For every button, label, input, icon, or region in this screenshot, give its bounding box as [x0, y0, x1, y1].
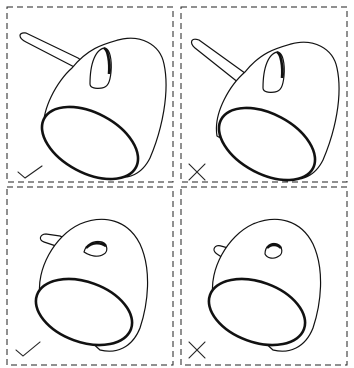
- panel-top-right-drawing: [177, 0, 354, 184]
- cross-icon: [189, 164, 205, 180]
- cross-icon: [189, 342, 205, 358]
- panel-bottom-left-drawing: [0, 184, 177, 368]
- check-icon: [16, 342, 40, 356]
- panel-top-left-drawing: [0, 0, 177, 184]
- check-icon: [18, 166, 42, 178]
- panel-bottom-left: [0, 184, 177, 368]
- panel-top-right: [177, 0, 354, 184]
- panel-bottom-right: [177, 184, 354, 368]
- panel-bottom-right-drawing: [177, 184, 354, 368]
- panel-top-left: [0, 0, 177, 184]
